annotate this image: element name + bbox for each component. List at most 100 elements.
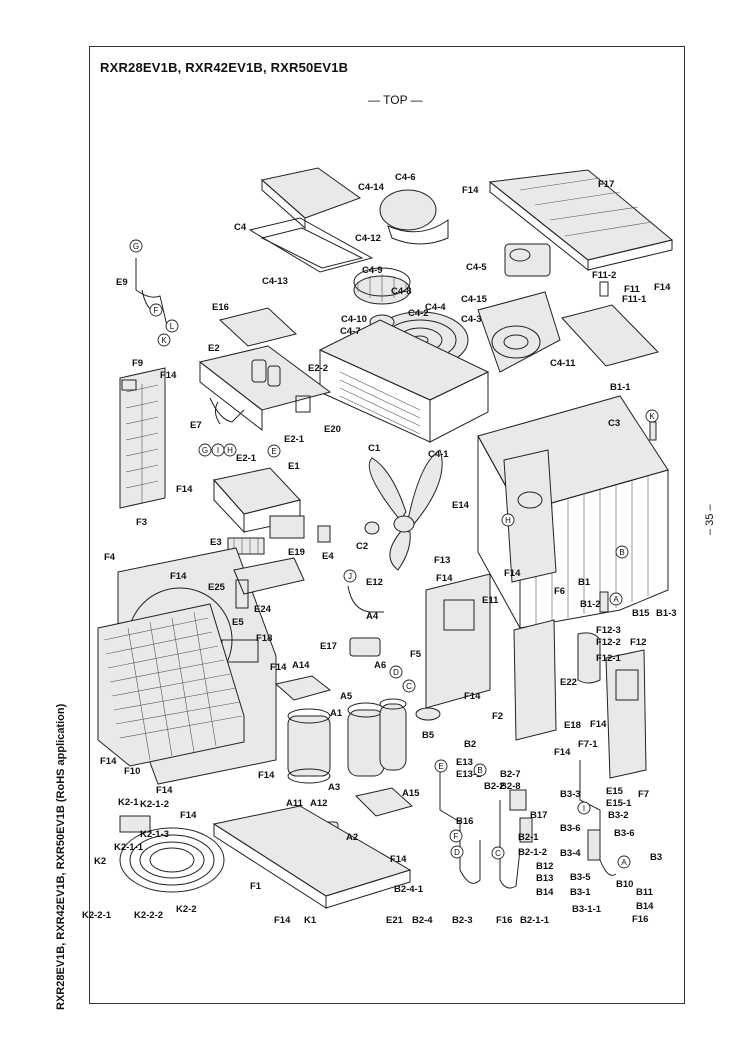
- label-F12_3: F12-3: [596, 625, 621, 636]
- sound-insulation-a11: [287, 708, 331, 784]
- marker-C2: C: [491, 846, 505, 860]
- label-B12: B12: [536, 861, 553, 872]
- label-B2_4_1: B2-4-1: [394, 884, 424, 895]
- svg-text:F: F: [454, 832, 459, 841]
- label-F14_h: F14: [464, 691, 481, 702]
- label-F14_g: F14: [270, 662, 287, 673]
- label-E2: E2: [208, 343, 220, 354]
- label-C4_13: C4-13: [262, 276, 288, 287]
- plate-a15: [355, 787, 414, 817]
- label-C1: C1: [368, 443, 381, 454]
- propeller-fan-c1: [368, 449, 443, 571]
- label-K2: K2: [94, 856, 106, 867]
- label-B2_2: B2-2: [484, 781, 505, 792]
- label-E5: E5: [232, 617, 244, 628]
- label-C3: C3: [608, 418, 620, 429]
- marker-A2: A: [617, 855, 631, 869]
- partition-plate-f5: [425, 573, 491, 709]
- label-F14_j: F14: [554, 747, 571, 758]
- motor-cover-c4-6: [379, 189, 449, 245]
- relay-e7: [209, 397, 245, 425]
- marker-A1: A: [609, 592, 623, 606]
- terminal-cover-e17: [349, 637, 381, 657]
- label-C4_14: C4-14: [358, 182, 385, 193]
- label-F14_i: F14: [590, 719, 607, 730]
- label-C4_1: C4-1: [428, 449, 449, 460]
- view-label: — TOP —: [368, 93, 423, 107]
- label-E20: E20: [324, 424, 341, 435]
- label-K2_2_1: K2-2-1: [82, 910, 112, 921]
- label-F14_o: F14: [390, 854, 407, 865]
- label-F9: F9: [132, 358, 143, 369]
- label-B17: B17: [530, 810, 547, 821]
- svg-text:E: E: [438, 762, 443, 771]
- marker-H2: H: [501, 513, 515, 527]
- svg-text:L: L: [170, 322, 175, 331]
- label-B1_2: B1-2: [580, 599, 601, 610]
- label-C4_7: C4-7: [340, 326, 361, 337]
- label-B14a: B14: [536, 887, 554, 898]
- motor-assembly-c4-3: [477, 291, 561, 373]
- label-B3: B3: [650, 852, 662, 863]
- label-F12_2: F12-2: [596, 637, 621, 648]
- label-F14_c: F14: [160, 370, 177, 381]
- label-F17: F17: [598, 179, 614, 190]
- marker-I2: I: [577, 801, 591, 815]
- fan-housing-c4-1: [318, 319, 490, 443]
- label-F14_k: F14: [258, 770, 275, 781]
- side-grille-f3: [119, 367, 166, 509]
- drain-heater-k2: [119, 815, 225, 893]
- label-E7: E7: [190, 420, 202, 431]
- label-F14_b: F14: [654, 282, 671, 293]
- label-E17: E17: [320, 641, 337, 652]
- marker-F2: F: [449, 829, 463, 843]
- model-title: RXR28EV1B, RXR42EV1B, RXR50EV1B: [100, 60, 349, 75]
- label-A14: A14: [292, 660, 310, 671]
- label-B3_1: B3-1: [570, 887, 591, 898]
- connection-markers: G F L K G I H E K H B J D C A E B F D C …: [129, 239, 659, 869]
- label-E12: E12: [366, 577, 383, 588]
- label-K2_2_2: K2-2-2: [134, 910, 163, 921]
- marker-G1: G: [129, 239, 143, 253]
- label-B2_3: B2-3: [452, 915, 473, 926]
- label-C4_5: C4-5: [466, 262, 487, 273]
- label-B1_3: B1-3: [656, 608, 677, 619]
- label-B11: B11: [636, 887, 654, 898]
- partition-plate-f11: [561, 281, 659, 367]
- svg-text:K: K: [161, 336, 167, 345]
- heat-exchanger-c3: [477, 395, 669, 629]
- svg-text:F: F: [154, 306, 159, 315]
- marker-D1: D: [389, 665, 403, 679]
- svg-text:A: A: [613, 595, 619, 604]
- label-C4_6: C4-6: [395, 172, 416, 183]
- label-E2_1b: E2-1: [236, 453, 257, 464]
- svg-text:A: A: [621, 858, 627, 867]
- label-K2_1_2: K2-1-2: [140, 799, 169, 810]
- label-C4_10: C4-10: [341, 314, 367, 325]
- label-A5: A5: [340, 691, 353, 702]
- wiring-e9: [135, 258, 169, 331]
- svg-text:I: I: [583, 804, 585, 813]
- label-B14b: B14: [636, 901, 654, 912]
- label-E24: E24: [254, 604, 272, 615]
- marker-B1: B: [615, 545, 629, 559]
- valve-cover-f12: [577, 632, 601, 684]
- label-B2_1: B2-1: [518, 832, 539, 843]
- label-F14_f: F14: [436, 573, 453, 584]
- svg-text:H: H: [505, 516, 511, 525]
- label-F14_f2: F14: [504, 568, 521, 579]
- nut-c2: [364, 521, 380, 535]
- front-grille-f10: [97, 603, 245, 767]
- clip-e4: [317, 525, 331, 543]
- label-F1: F1: [250, 881, 262, 892]
- label-B2_8: B2-8: [500, 781, 521, 792]
- marker-I1: I: [211, 443, 225, 457]
- drawing-frame: [89, 46, 685, 1004]
- label-E16: E16: [212, 302, 229, 313]
- svg-text:H: H: [227, 446, 233, 455]
- label-B15: B15: [632, 608, 650, 619]
- label-B3_6a: B3-6: [560, 823, 581, 834]
- label-F13: F13: [434, 555, 450, 566]
- marker-E2: E: [434, 759, 448, 773]
